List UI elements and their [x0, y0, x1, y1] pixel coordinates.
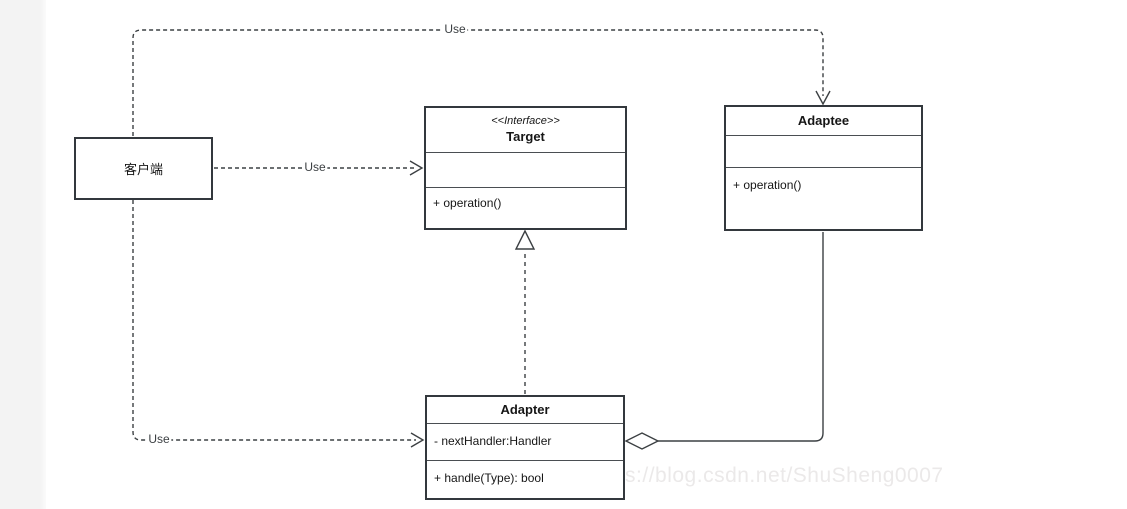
edge-label-use-bottom: Use — [146, 432, 172, 447]
class-name-client: 客户端 — [123, 162, 163, 177]
methods-section-adaptee: + operation() — [726, 167, 921, 229]
class-header-target: <<Interface>> Target — [426, 108, 625, 152]
open-arrowhead-down-icon — [815, 90, 831, 106]
class-name-target: Target — [506, 128, 545, 144]
watermark-text: https://blog.csdn.net/ShuSheng0007 — [588, 464, 944, 487]
class-box-target: <<Interface>> Target + operation() — [424, 106, 627, 230]
open-arrowhead-right-icon — [410, 432, 425, 448]
method-label: + handle(Type): bool — [434, 471, 544, 485]
edge-adapter-aggregates-adaptee-line — [658, 232, 824, 442]
edge-client-uses-adapter — [132, 200, 425, 448]
edge-client-uses-adapter-line — [132, 200, 416, 441]
stereotype-label: <<Interface>> — [491, 115, 560, 127]
attribute-label: - nextHandler:Handler — [434, 434, 552, 448]
method-label: + operation() — [433, 196, 502, 210]
edge-adapter-implements-target — [514, 229, 536, 394]
class-name-adaptee: Adaptee — [797, 112, 850, 128]
method-label: + operation() — [733, 178, 802, 192]
edge-adapter-aggregates-adaptee — [624, 232, 824, 450]
class-box-client: 客户端 — [74, 137, 213, 200]
attributes-section-adaptee — [726, 135, 921, 167]
page-left-gutter — [0, 0, 46, 509]
edge-label-use-middle: Use — [302, 160, 328, 175]
open-arrowhead-right-icon — [409, 160, 424, 176]
class-box-adaptee: Adaptee + operation() — [724, 105, 923, 231]
edge-label-use-top: Use — [442, 22, 468, 37]
class-box-adapter: Adapter - nextHandler:Handler + handle(T… — [425, 395, 625, 500]
class-header-adaptee: Adaptee — [726, 107, 921, 135]
class-header-adapter: Adapter — [427, 397, 623, 423]
class-name-adapter: Adapter — [500, 401, 550, 417]
attributes-section-adapter: - nextHandler:Handler — [427, 423, 623, 460]
hollow-diamond-icon — [624, 432, 660, 450]
methods-section-adapter: + handle(Type): bool — [427, 460, 623, 498]
hollow-triangle-arrowhead-icon — [514, 229, 536, 250]
methods-section-target: + operation() — [426, 187, 625, 228]
attributes-section-target — [426, 152, 625, 187]
